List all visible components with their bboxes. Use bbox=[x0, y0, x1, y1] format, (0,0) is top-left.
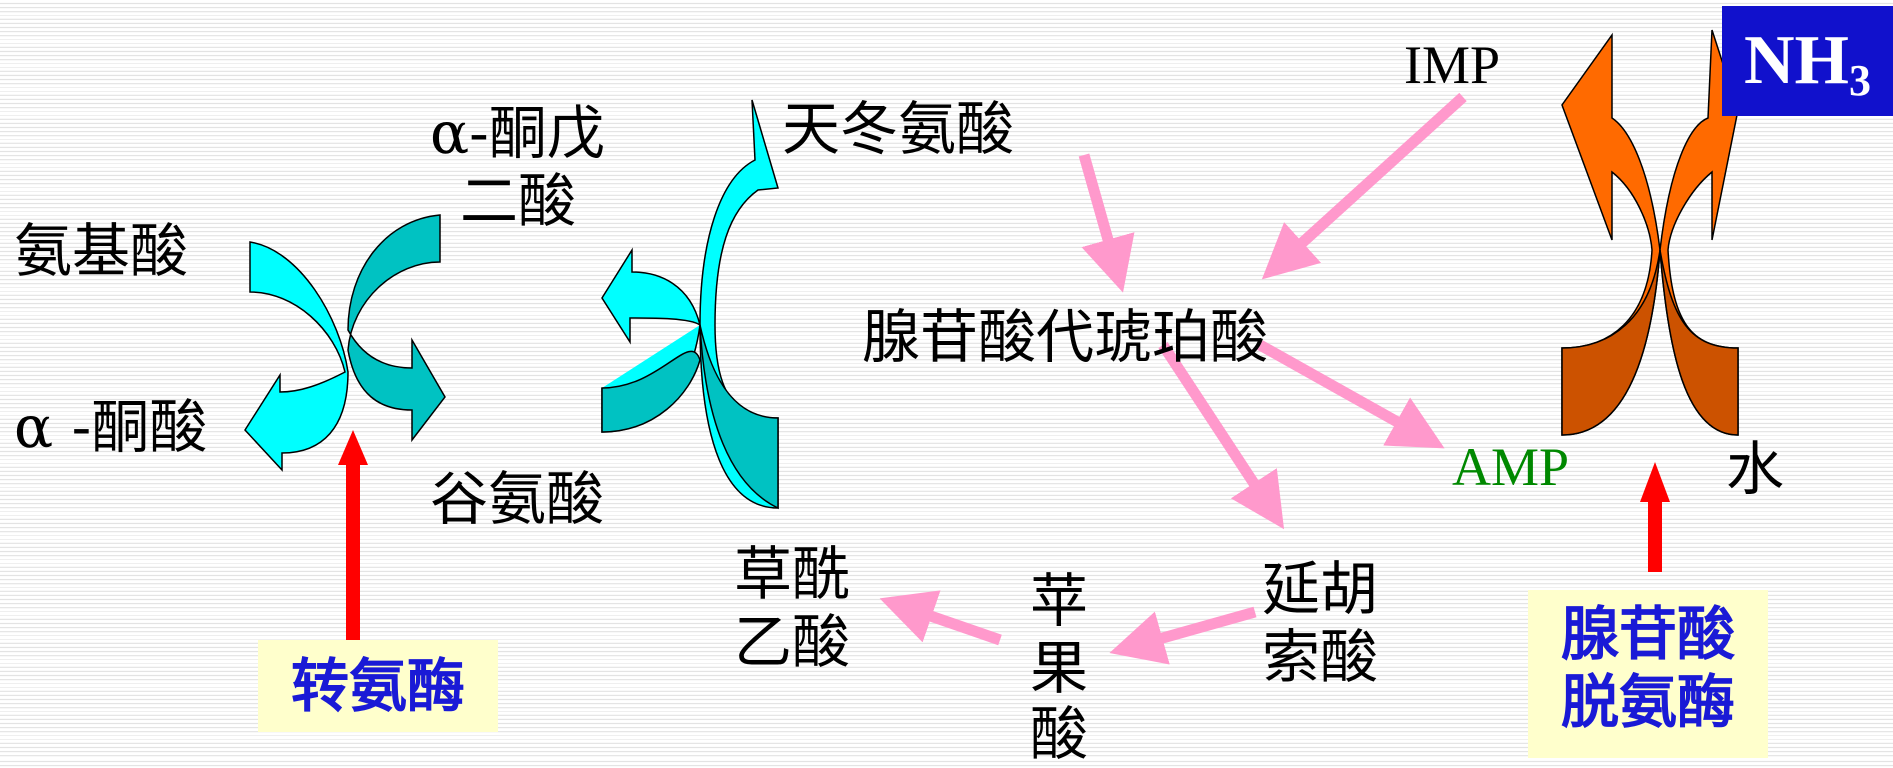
aspartate-cross-arrows bbox=[601, 99, 779, 510]
left-curved-arrow-icon bbox=[244, 241, 349, 472]
red-up-arrow-icon bbox=[338, 430, 368, 465]
transaminase-enzyme-label: 转氨酶 bbox=[258, 640, 498, 732]
amino-acid-label: 氨基酸 bbox=[14, 217, 189, 285]
alpha-ketoglutarate-label: α-酮戊 二酸 bbox=[430, 104, 605, 230]
malate-line-3: 酸 bbox=[1030, 700, 1089, 768]
ammonia-symbol: NH bbox=[1744, 22, 1849, 99]
transamination-cross-arrows bbox=[244, 214, 446, 472]
oxaloacetate-label: 草酰 乙酸 bbox=[734, 540, 850, 677]
adenylate-deaminase-line-2: 脱氨酶 bbox=[1560, 668, 1735, 737]
right-curved-arrow-icon bbox=[347, 214, 446, 443]
water-label: 水 bbox=[1726, 435, 1785, 503]
malate-line-2: 果 bbox=[1030, 633, 1089, 702]
malate-line-1: 苹 bbox=[1030, 567, 1089, 635]
red-up-arrow-icon bbox=[1640, 462, 1670, 502]
red-arrows bbox=[338, 430, 1670, 640]
orange-lower-left-icon bbox=[1561, 249, 1661, 436]
red-up-arrow-icon bbox=[1648, 500, 1662, 572]
deamination-cross-arrows bbox=[1561, 29, 1739, 436]
oxaloacetate-line-1: 草酰 bbox=[734, 540, 851, 608]
amp-label: AMP bbox=[1452, 437, 1570, 497]
fumarate-line-2: 索酸 bbox=[1262, 623, 1379, 692]
adenylate-deaminase-line-1: 腺苷酸 bbox=[1560, 600, 1735, 668]
ammonia-subscript: 3 bbox=[1849, 56, 1871, 105]
glutamate-label: 谷氨酸 bbox=[430, 465, 605, 533]
pink-arrows bbox=[879, 92, 1467, 665]
malate-label: 苹 果 酸 bbox=[1030, 568, 1088, 768]
alpha-ketoglutarate-line-2: 二酸 bbox=[460, 167, 577, 235]
pink-arrow-icon bbox=[1109, 606, 1257, 665]
orange-lower-right-icon bbox=[1659, 249, 1739, 436]
oxaloacetate-line-2: 乙酸 bbox=[734, 608, 851, 677]
fumarate-line-1: 延胡 bbox=[1262, 555, 1379, 623]
pink-arrow-icon bbox=[1261, 92, 1467, 280]
fumarate-label: 延胡 索酸 bbox=[1262, 555, 1378, 692]
alpha-ketoglutarate-line-1: α-酮戊 bbox=[430, 99, 605, 167]
down-branch-arrow-icon bbox=[699, 324, 779, 510]
pink-arrow-icon bbox=[1078, 153, 1135, 293]
transaminase-text: 转氨酶 bbox=[290, 652, 465, 720]
aspartate-label: 天冬氨酸 bbox=[782, 95, 1015, 163]
pink-arrow-icon bbox=[879, 590, 1002, 646]
alpha-keto-acid-label: α -酮酸 bbox=[14, 393, 208, 461]
adenylate-deaminase-enzyme-label: 腺苷酸 脱氨酶 bbox=[1528, 590, 1768, 758]
pink-arrow-icon bbox=[1257, 340, 1445, 449]
ammonia-badge: NH3 bbox=[1722, 6, 1893, 116]
lower-left-fill-icon bbox=[601, 350, 701, 433]
red-up-arrow-icon bbox=[346, 462, 360, 640]
adenylosuccinate-label: 腺苷酸代琥珀酸 bbox=[862, 303, 1269, 371]
imp-label: IMP bbox=[1404, 35, 1501, 95]
pink-arrow-icon bbox=[1158, 341, 1285, 530]
